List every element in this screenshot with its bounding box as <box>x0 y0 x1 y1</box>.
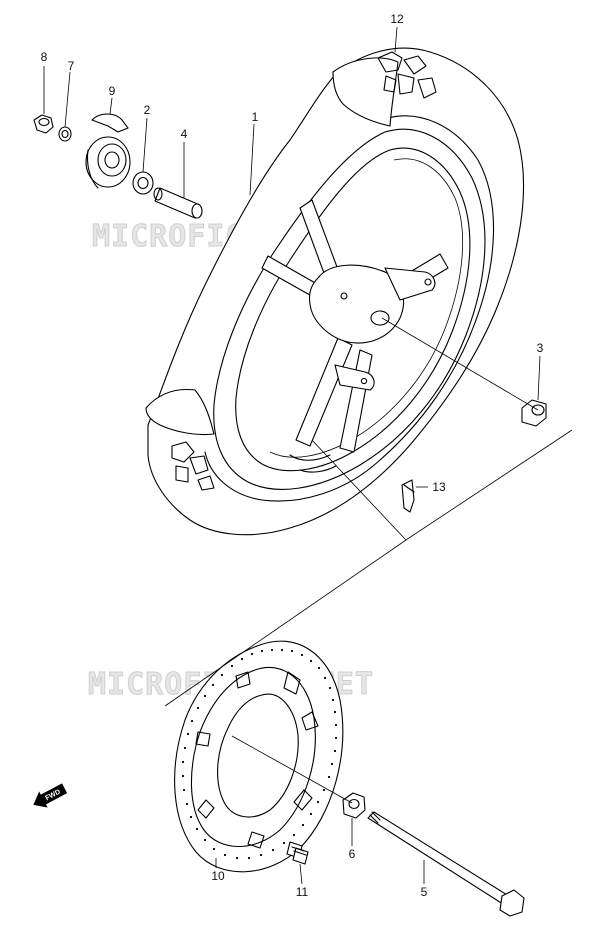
hub-mount-hole <box>424 278 432 286</box>
disc-mounting-line <box>164 539 407 707</box>
callout-2: 2 <box>144 103 151 117</box>
disc-inner-ring <box>190 666 316 848</box>
callout-12: 12 <box>390 12 404 26</box>
tire-cutaway-top <box>332 57 399 127</box>
spacer-3 <box>521 399 547 427</box>
hub-axle-bore <box>370 310 390 326</box>
washer-7 <box>58 126 72 142</box>
disc-carrier <box>217 693 299 818</box>
callout-13: 13 <box>432 480 446 494</box>
assembly-axis-right <box>381 317 539 411</box>
brake-disc <box>174 640 344 873</box>
axle-5 <box>367 811 525 917</box>
tire-inner-edge <box>204 115 495 502</box>
hub-flange-hole <box>360 377 368 385</box>
tire-cutaway-top-tread <box>377 51 437 99</box>
tire-cutaway-bottom-tread <box>171 441 215 491</box>
hub-caliper-mount <box>384 267 436 301</box>
reference-lines <box>164 317 573 804</box>
callout-3: 3 <box>537 341 544 355</box>
disc-cutouts <box>195 671 319 849</box>
callout-6: 6 <box>349 847 356 861</box>
rim-inner <box>235 147 471 472</box>
callout-numbers: 8 7 9 2 4 1 12 3 13 6 5 11 10 <box>41 12 544 899</box>
rim-groove <box>269 158 464 458</box>
callout-leaders <box>43 26 541 885</box>
callout-1: 1 <box>252 110 259 124</box>
wheel-assembly <box>145 47 525 536</box>
bearing-2 <box>132 171 154 195</box>
callout-5: 5 <box>421 885 428 899</box>
callout-7: 7 <box>68 59 75 73</box>
forward-direction-arrow: FWD <box>33 783 68 808</box>
valve-13 <box>401 479 415 513</box>
callout-10: 10 <box>211 869 225 883</box>
spoke-lower <box>295 337 353 447</box>
callout-8: 8 <box>41 50 48 64</box>
nut-8 <box>33 114 54 134</box>
collar-6 <box>342 792 366 819</box>
axle-reference-line <box>231 735 353 804</box>
callout-11: 11 <box>296 885 309 899</box>
bolt-11 <box>286 841 309 865</box>
spacer-4 <box>153 187 203 219</box>
callout-9: 9 <box>109 84 116 98</box>
speedometer-gearbox-9 <box>85 113 131 189</box>
callout-4: 4 <box>181 127 188 141</box>
disc-drill-holes <box>181 648 338 860</box>
hub-rim-join <box>289 454 337 473</box>
tire-cutaway-bottom <box>145 388 215 436</box>
hub-bolt-hole <box>340 292 348 300</box>
